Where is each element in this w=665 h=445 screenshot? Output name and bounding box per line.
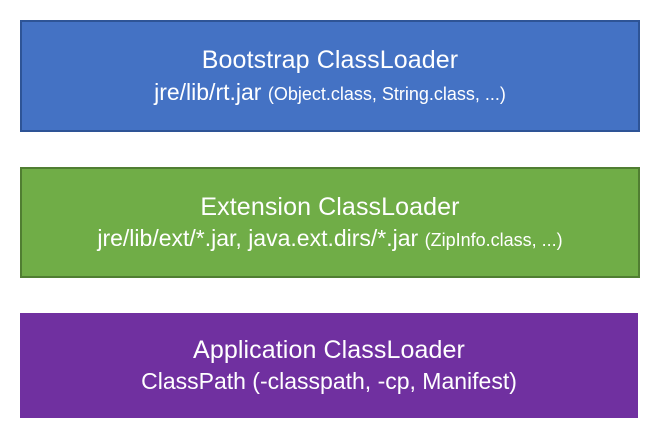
application-classloader-title: Application ClassLoader [193,335,465,364]
bootstrap-classloader-detail: jre/lib/rt.jar (Object.class, String.cla… [154,79,506,106]
extension-classloader-title: Extension ClassLoader [200,192,460,221]
extension-classloader-box: Extension ClassLoader jre/lib/ext/*.jar,… [20,167,640,278]
application-classloader-box: Application ClassLoader ClassPath (-clas… [20,313,638,418]
extension-classloader-path: jre/lib/ext/*.jar, java.ext.dirs/*.jar [97,225,419,252]
extension-classloader-examples: (ZipInfo.class, ...) [424,230,563,251]
application-classloader-detail: ClassPath (-classpath, -cp, Manifest) [141,368,517,395]
bootstrap-classloader-title: Bootstrap ClassLoader [201,46,459,75]
application-classloader-path: ClassPath (-classpath, -cp, Manifest) [141,368,517,395]
bootstrap-classloader-path: jre/lib/rt.jar [154,78,262,105]
bootstrap-classloader-box: Bootstrap ClassLoader jre/lib/rt.jar (Ob… [20,20,640,132]
bootstrap-classloader-examples: (Object.class, String.class, ...) [267,83,506,104]
extension-classloader-detail: jre/lib/ext/*.jar, java.ext.dirs/*.jar (… [97,225,562,252]
